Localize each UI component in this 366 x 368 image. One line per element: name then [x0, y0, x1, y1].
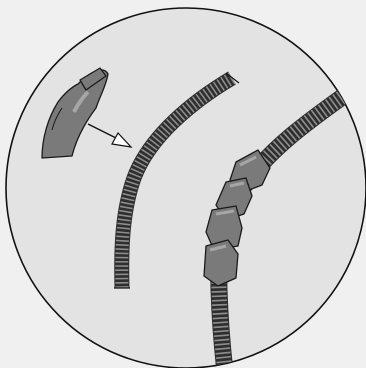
background-circle [6, 8, 366, 368]
